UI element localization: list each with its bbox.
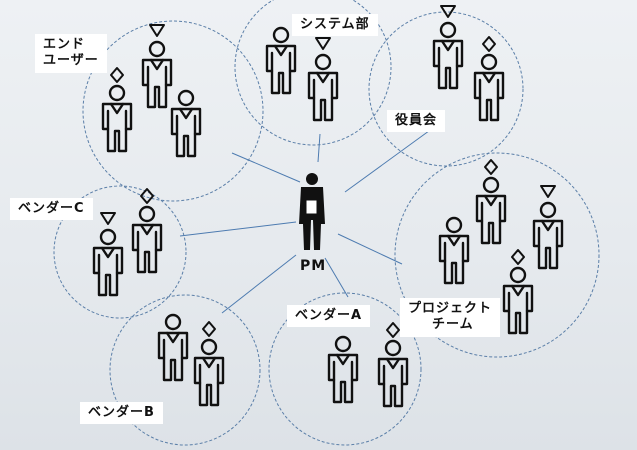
person-project-3 [532,185,564,270]
person-project-4 [502,249,534,335]
label-project: プロジェクトチーム [400,298,501,337]
circle-vendor-c [53,185,187,319]
pm-figure [299,173,325,250]
connector-system [317,133,321,163]
connector-vendor-c [179,221,297,237]
person-vendor-a-1 [327,335,359,404]
circle-project [394,152,600,358]
person-vendor-b-1 [157,313,189,382]
circle-end-user [82,20,264,202]
pm-label: PM [300,258,327,274]
label-vendor-c: ベンダーC [10,198,93,221]
person-vendor-a-2 [377,322,409,408]
connector-vendor-a [324,257,349,298]
label-system: システム部 [292,14,378,37]
connector-vendor-b [221,254,297,314]
person-system-1 [265,26,297,95]
connector-project [337,233,403,265]
person-board-1 [432,5,464,90]
person-project-1 [438,216,470,285]
person-vendor-c-1 [92,212,124,297]
person-end-user-3 [170,89,202,158]
circle-vendor-b [109,294,261,446]
label-end-user: エンドユーザー [35,34,107,73]
person-end-user-1 [141,24,173,109]
circle-system [234,0,392,146]
label-vendor-a: ベンダーA [287,305,371,328]
connector-board [344,127,434,193]
person-end-user-2 [101,67,133,153]
person-project-2 [475,159,507,245]
circle-vendor-a [268,292,422,446]
person-board-2 [473,36,505,122]
connector-end-user [231,152,301,183]
label-vendor-b: ベンダーB [80,402,163,425]
person-system-2 [307,37,339,122]
person-vendor-c-2 [131,188,163,274]
person-vendor-b-2 [193,321,225,407]
label-board: 役員会 [387,110,446,133]
